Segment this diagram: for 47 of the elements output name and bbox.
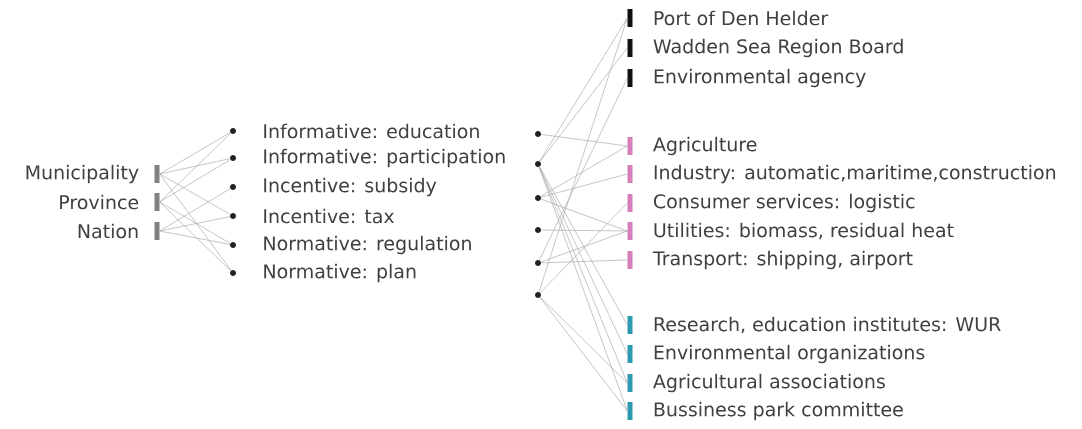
connector-line <box>539 47 628 162</box>
connector-line <box>540 296 628 384</box>
bar-with-label: Bussiness park committee <box>627 401 903 421</box>
connector-line <box>540 198 628 232</box>
bar-with-label: Consumer services: logistic <box>627 193 915 213</box>
dot-with-label: Normative: regulation <box>230 235 471 255</box>
bar-with-label: Nation <box>78 222 160 240</box>
bar-with-label: Agriculture <box>627 136 757 156</box>
connector-line <box>539 202 628 293</box>
connector-line <box>540 145 628 197</box>
bar-with-label: Industry: automatic,maritime,construction <box>627 164 1056 184</box>
connector-line <box>159 132 231 175</box>
bar-with-label: Municipality <box>26 164 160 184</box>
bar-with-label: Wadden Sea Region Board <box>627 38 903 58</box>
bar-with-label: Environmental agency <box>627 68 866 88</box>
bar-with-label: Environmental organizations <box>627 344 925 364</box>
dot-with-label: Incentive: tax <box>230 208 395 224</box>
bar-with-label: Port of Den Helder <box>627 9 829 27</box>
connector-line <box>539 77 628 261</box>
connector-line <box>539 17 628 162</box>
bar-with-label: Transport: shipping, airport <box>627 250 913 270</box>
connector-line <box>159 173 232 271</box>
connector-line <box>159 188 231 232</box>
bar-with-label: Agricultural associations <box>627 373 885 393</box>
connector-line <box>540 259 628 264</box>
connector-line <box>538 17 628 293</box>
connector-line <box>539 297 628 412</box>
dot-with-label: Incentive: subsidy <box>230 177 437 197</box>
connector-line <box>540 173 628 198</box>
connector-line <box>540 134 628 147</box>
bar-with-label: Province <box>60 193 160 211</box>
dot-with-label: Informative: participation <box>230 148 505 168</box>
connector-line <box>159 230 231 245</box>
connector-line <box>159 159 231 203</box>
bar-with-label: Utilities: biomass, residual heat <box>627 222 954 240</box>
dot-with-label: Normative: plan <box>230 263 416 283</box>
connector-line <box>540 229 628 232</box>
connector-line <box>539 166 628 326</box>
bar-with-label: Research, education institutes: WUR <box>627 316 1001 334</box>
dot-with-label: Informative: education <box>230 123 479 139</box>
connector-line <box>159 132 231 203</box>
connector-line <box>159 158 231 175</box>
connector-line <box>159 173 231 215</box>
connector-line <box>159 201 231 244</box>
connector-line <box>159 216 231 232</box>
connector-line <box>540 230 628 263</box>
connector-line <box>159 201 231 272</box>
